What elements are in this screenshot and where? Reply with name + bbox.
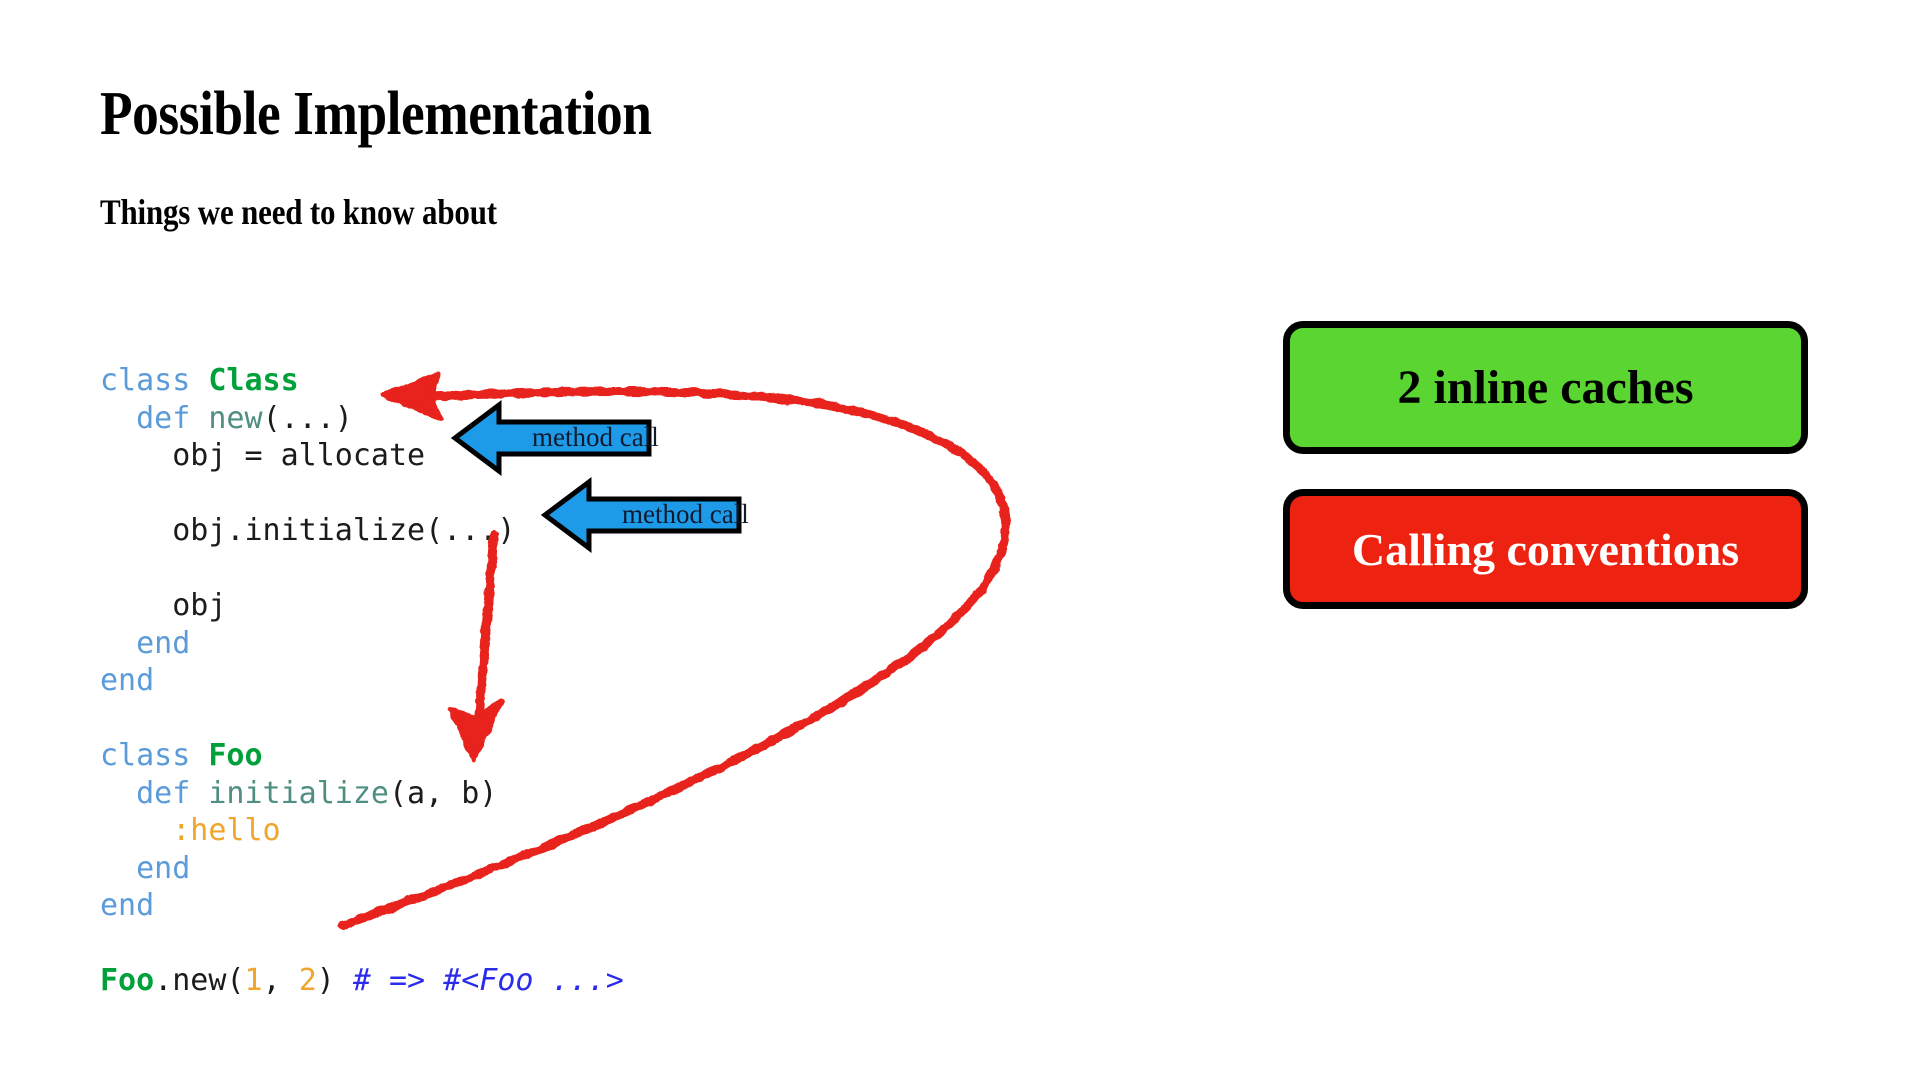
code-token-pln: obj = allocate	[100, 438, 426, 473]
code-token-pln: .new(	[154, 963, 245, 998]
code-line: end	[100, 662, 624, 700]
code-token-pln	[100, 401, 136, 436]
code-line: :hello	[100, 812, 624, 850]
code-token-cls: Foo	[100, 963, 155, 998]
code-token-kw: end	[136, 850, 191, 886]
badge-label: 2 inline caches	[1397, 361, 1694, 414]
code-token-mth: new	[208, 400, 263, 436]
code-token-pln: (...)	[262, 400, 353, 436]
code-line: Foo.new(1, 2) # => #<Foo ...>	[100, 962, 624, 1000]
code-line: def initialize(a, b)	[100, 775, 624, 813]
code-line: class Foo	[100, 737, 624, 775]
badge-inline-caches[interactable]: 2 inline caches	[1283, 321, 1808, 454]
code-token-pln	[100, 813, 172, 848]
code-token-pln: obj	[100, 588, 227, 623]
code-token-cls: Class	[208, 363, 299, 398]
code-line	[100, 700, 624, 738]
code-token-cmt: # => #<Foo ...>	[352, 963, 624, 998]
code-token-kw: end	[100, 663, 155, 698]
left-arrow-shape	[450, 400, 652, 476]
code-line: end	[100, 625, 624, 663]
code-line: end	[100, 850, 624, 888]
code-token-pln	[100, 851, 136, 886]
badge-calling-conventions[interactable]: Calling conventions	[1283, 489, 1808, 609]
code-token-num: 2	[298, 963, 317, 998]
callout-method-call-2: method call	[540, 477, 749, 553]
code-line	[100, 550, 624, 588]
code-token-pln	[100, 776, 136, 811]
code-token-pln	[100, 626, 136, 661]
code-token-kw: class	[100, 738, 209, 773]
code-token-kw: def	[136, 400, 209, 436]
code-token-pln: obj.initialize(...)	[100, 513, 516, 548]
code-token-pln: )	[316, 963, 353, 998]
code-line: def new(...)	[100, 400, 624, 438]
code-token-kw: def	[136, 775, 209, 811]
badge-label: Calling conventions	[1351, 523, 1740, 575]
code-token-cls: Foo	[208, 738, 263, 773]
code-token-kw: end	[136, 625, 191, 661]
code-token-pln: (a, b)	[389, 775, 498, 811]
code-line: class Class	[100, 362, 624, 400]
code-line: obj	[100, 587, 624, 625]
code-token-kw: end	[100, 888, 155, 923]
callout-method-call-1: method call	[450, 400, 659, 476]
code-line: end	[100, 887, 624, 925]
code-token-sym: :hello	[172, 813, 281, 848]
page-title: Possible Implementation	[100, 80, 652, 148]
page-subtitle: Things we need to know about	[100, 192, 497, 232]
code-token-pln: ,	[262, 963, 299, 998]
code-line	[100, 925, 624, 963]
code-token-kw: class	[100, 363, 209, 398]
code-token-mth: initialize	[208, 775, 389, 811]
code-token-num: 1	[244, 963, 263, 998]
left-arrow-shape	[540, 477, 742, 553]
